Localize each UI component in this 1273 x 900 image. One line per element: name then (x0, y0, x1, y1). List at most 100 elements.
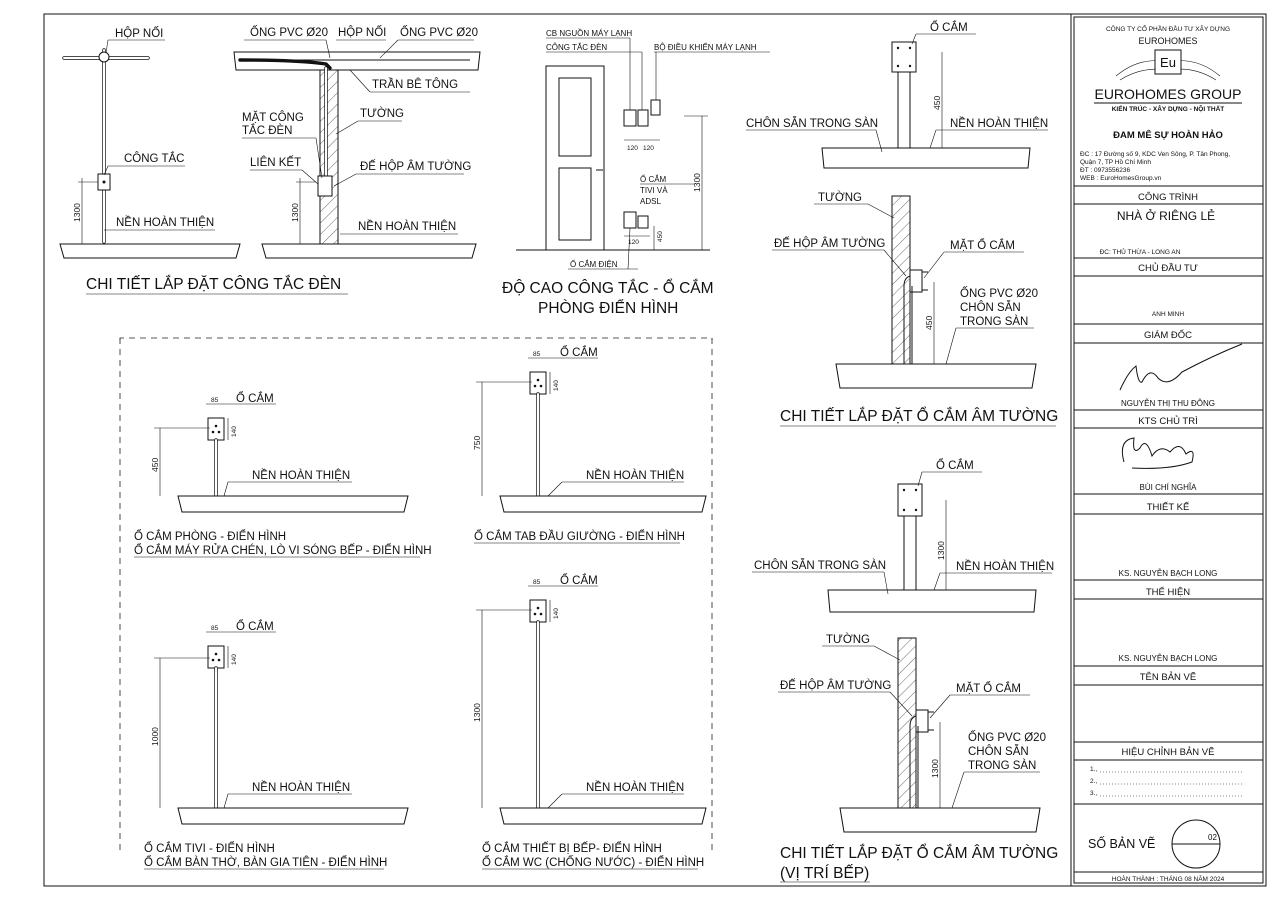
tb-rev-2: 2., (1090, 778, 1097, 785)
tb-thiet-ke-value: KS. NGUYỄN BẠCH LONG (1119, 569, 1218, 578)
logo-mark: Eu (1160, 55, 1176, 70)
tb-so-ban-ve-label: SỐ BẢN VẼ (1088, 836, 1155, 851)
label-nen-hoan-thien: NỀN HOÀN THIỆN (252, 469, 350, 482)
detail-wall-socket-kitchen: Ổ CẮM 1300 CHÔN SẴN TRONG SÀN NỀN HOÀN T… (752, 459, 1054, 833)
label-nen-hoan-thien: NỀN HOÀN THIỆN (586, 781, 684, 794)
socket-icon (207, 645, 225, 669)
tb-so-ban-ve-value: 02 (1208, 833, 1217, 842)
dim-1000: 1000 (150, 727, 160, 746)
label-mat-cong-tac-2: TẮC ĐÈN (242, 124, 292, 137)
label-de-hop: ĐẾ HỘP ÂM TƯỜNG (780, 679, 891, 692)
tv-socket-icon (637, 215, 649, 229)
label-o-cam: Ổ CẮM (560, 346, 598, 359)
dim-120: 120 (627, 145, 638, 152)
dim-450: 450 (924, 316, 934, 330)
socket-icon (529, 371, 547, 395)
signature-giam-doc-icon (1119, 343, 1243, 391)
tb-hoan-thanh: HOÀN THÀNH : THÁNG 08 NĂM 2024 (1112, 874, 1225, 883)
detail-socket-tivi: 85 140 Ổ CẮM 1000 NỀN HOÀN THIỆN (150, 620, 409, 825)
label-de-hop: ĐẾ HỘP ÂM TƯỜNG (774, 237, 885, 250)
tb-rev-3: 3., (1090, 790, 1097, 797)
label-mat-o-cam: MẶT Ổ CẮM (950, 239, 1015, 252)
tb-cong-trinh-label: CÔNG TRÌNH (1138, 192, 1198, 203)
label-nen-hoan-thien: NỀN HOÀN THIỆN (252, 781, 350, 794)
dim-750: 750 (472, 436, 482, 450)
title-cong-tac-den: CHI TIẾT LẮP ĐẶT CÔNG TẮC ĐÈN (86, 275, 341, 293)
label-chon-san: CHÔN SẴN TRONG SÀN (754, 559, 886, 572)
label-ong-pvc-2: CHÔN SẴN (968, 745, 1029, 758)
label-tuong: TƯỜNG (818, 191, 862, 204)
eurohomes-logo-icon: Eu (1115, 49, 1221, 81)
label-ong-pvc-2: CHÔN SẴN (960, 301, 1021, 314)
detail-wall-socket: Ổ CẮM 450 CHÔN SẴN TRONG SÀN NỀN HOÀN TH… (746, 21, 1048, 389)
label-tuong: TƯỜNG (826, 633, 870, 646)
socket-icon (891, 41, 917, 73)
light-switch-icon (637, 109, 649, 127)
dim-140: 140 (553, 608, 560, 619)
socket-icon (623, 211, 637, 229)
title-do-cao-1: ĐỘ CAO CÔNG TẮC - Ổ CẮM (502, 279, 714, 297)
dim-height: 1300 (72, 203, 82, 222)
tb-hieu-chinh-label: HIỆU CHỈNH BẢN VẼ (1122, 746, 1215, 758)
title-o-cam-bep-2: (VỊ TRÍ BẾP) (780, 865, 869, 882)
label-o-cam: Ổ CẮM (236, 392, 274, 405)
tb-thiet-ke-label: THIẾT KẾ (1147, 502, 1190, 513)
title-do-cao-2: PHÒNG ĐIỂN HÌNH (538, 299, 678, 317)
caption-tivi-1: Ổ CẮM TIVI - ĐIỂN HÌNH (144, 842, 275, 855)
dim-1300: 1300 (930, 759, 940, 778)
label-o-cam-tivi-2: TIVI VÀ (640, 186, 668, 195)
label-o-cam-tivi-3: ADSL (640, 197, 661, 206)
socket-face-icon (915, 709, 929, 733)
label-o-cam-tivi-1: Ổ CẮM (640, 175, 667, 184)
caption-phong-2: Ổ CẮM MÁY RỬA CHÉN, LÒ VI SÓNG BẾP - ĐIỂ… (134, 544, 432, 557)
dim-120: 120 (643, 145, 654, 152)
label-nen-hoan-thien: NỀN HOÀN THIỆN (116, 216, 214, 229)
label-ong-pvc-1: ỐNG PVC Ø20 (960, 286, 1038, 300)
label-ong-pvc-3: TRONG SÀN (968, 759, 1036, 772)
label-mat-cong-tac-1: MẶT CÔNG (242, 111, 304, 124)
socket-icon (207, 417, 225, 441)
tb-logo-name: EUROHOMES GROUP (1094, 86, 1241, 102)
detail-socket-room: 85 140 Ổ CẮM 450 NỀN HOÀN THIỆN (150, 392, 409, 513)
tb-ten-ban-ve-label: TÊN BẢN VẼ (1140, 671, 1197, 683)
label-cong-tac: CÔNG TẮC (124, 152, 185, 165)
tb-slogan: ĐAM MÊ SỰ HOÀN HẢO (1113, 129, 1223, 141)
dim-140: 140 (231, 426, 238, 437)
tb-the-hien-value: KS. NGUYỄN BẠCH LONG (1119, 654, 1218, 663)
title-block: CÔNG TY CỔ PHẦN ĐẦU TƯ XÂY DỰNG EUROHOME… (1074, 23, 1263, 883)
tb-giam-doc-label: GIÁM ĐỐC (1144, 329, 1192, 341)
grid-frame-top (119, 337, 713, 340)
label-hop-noi: HỘP NỐI (115, 26, 163, 40)
wall (319, 69, 339, 247)
label-ong-pvc-right: ỐNG PVC Ø20 (400, 25, 478, 39)
caption-phong-1: Ổ CẮM PHÒNG - ĐIỂN HÌNH (134, 530, 286, 543)
detail-door-elevation: CB NGUỒN MÁY LẠNH CÔNG TẮC ĐÈN BỘ ĐIỀU K… (516, 28, 770, 270)
caption-tivi-2: Ổ CẮM BÀN THỜ, BÀN GIA TIÊN - ĐIỂN HÌNH (144, 856, 387, 869)
tb-addr-2: Quận 7, TP Hồ Chí Minh (1080, 157, 1151, 166)
tb-web: WEB : EuroHomesGroup.vn (1080, 175, 1162, 182)
label-nen-hoan-thien: NỀN HOÀN THIỆN (586, 469, 684, 482)
socket-face-icon (909, 269, 923, 293)
wall (891, 195, 911, 365)
dim-1300: 1300 (936, 541, 946, 560)
tb-cong-trinh-addr: ĐC: THỦ THỪA - LONG AN (1100, 247, 1181, 256)
dim-120: 120 (628, 239, 639, 246)
label-nen-hoan-thien: NỀN HOÀN THIỆN (950, 117, 1048, 130)
label-mat-o-cam: MẶT Ổ CẮM (956, 682, 1021, 695)
dim-140: 140 (553, 380, 560, 391)
tb-company: CÔNG TY CỔ PHẦN ĐẦU TƯ XÂY DỰNG (1106, 23, 1230, 33)
tb-logo-tagline: KIẾN TRÚC - XÂY DỰNG - NỘI THẤT (1112, 103, 1225, 113)
caption-tab: Ổ CẮM TAB ĐẦU GIƯỜNG - ĐIỂN HÌNH (474, 530, 685, 543)
label-tran-be-tong: TRẦN BÊ TÔNG (372, 78, 458, 91)
detail-socket-kitchen: 85 140 Ổ CẮM 1300 NỀN HOÀN THIỆN (472, 574, 707, 825)
label-nen-hoan-thien: NỀN HOÀN THIỆN (358, 220, 456, 233)
label-lien-ket: LIÊN KẾT (250, 156, 301, 169)
tb-addr-1: ĐC : 17 Đường số 9, KDC Ven Sông, P. Tân… (1080, 149, 1230, 158)
tb-phone: ĐT : 0973556236 (1080, 167, 1130, 174)
tb-chu-dau-tu-value: ANH MINH (1152, 311, 1184, 318)
dim-85: 85 (211, 625, 219, 632)
socket-icon (897, 483, 923, 517)
wall (897, 637, 917, 809)
dim-85: 85 (533, 351, 541, 358)
